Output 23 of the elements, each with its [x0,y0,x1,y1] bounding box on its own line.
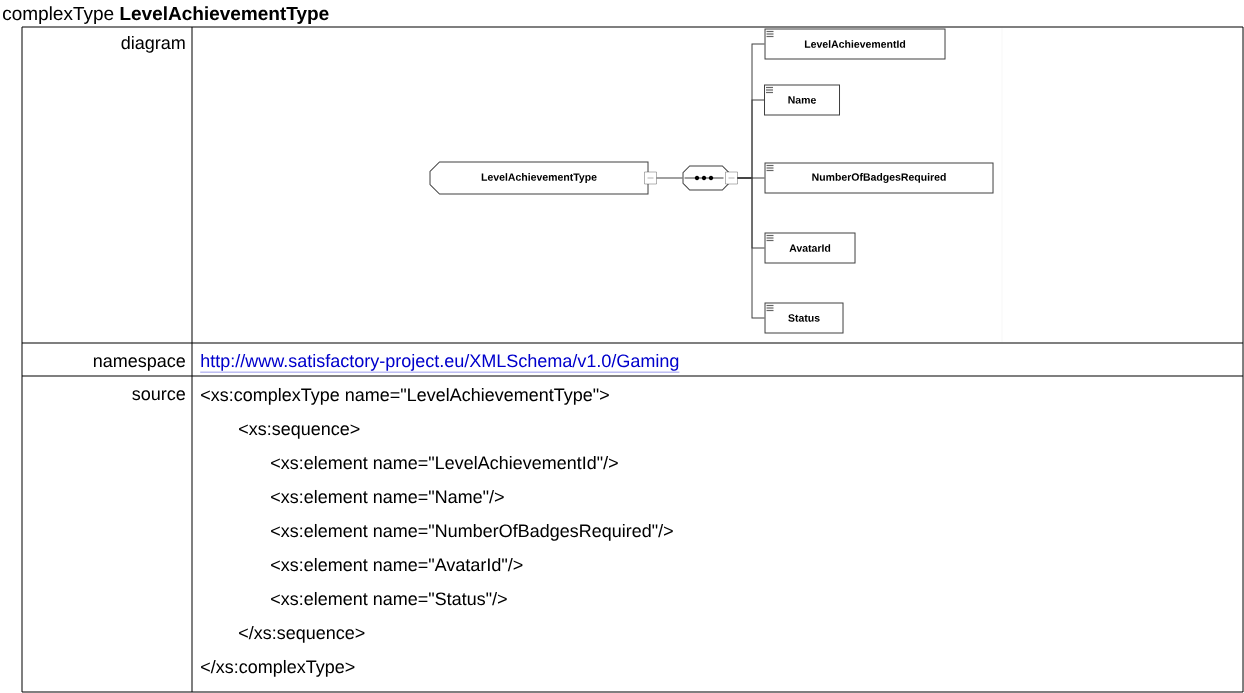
code-line: <xs:sequence> [239,424,360,439]
code-line: <xs:element name="Name"/> [271,489,504,504]
row-header: diagram [121,35,185,53]
row-header: namespace [93,357,185,371]
code-line: <xs:element name="Status"/> [271,591,507,606]
heading: complexType LevelAchievementType [3,6,329,24]
code-line: <xs:element name="NumberOfBadgesRequired"/> [271,523,673,541]
code-line: <xs:complexType name="LevelAchievementType"> [201,387,609,405]
connector [737,177,765,319]
sequence-symbol [682,165,738,191]
row-header: source [132,390,185,401]
connector [656,177,683,179]
type-box: LevelAchievementType [429,161,657,195]
element-box: NumberOfBadgesRequired [764,162,994,194]
code-line: <xs:element name="LevelAchievementId"/> [271,455,618,470]
code-line: <xs:element name="AvatarId"/> [271,557,523,572]
element-box: LevelAchievementId [764,28,946,60]
element-box: Status [764,302,844,334]
code-line: </xs:sequence> [239,625,365,643]
element-box: AvatarId [764,232,856,264]
element-box: Name [764,84,840,116]
code-line: </xs:complexType> [201,659,355,677]
link: http://www.satisfactory-project.eu/XMLSchema/v1.0/Gaming [200,353,680,373]
